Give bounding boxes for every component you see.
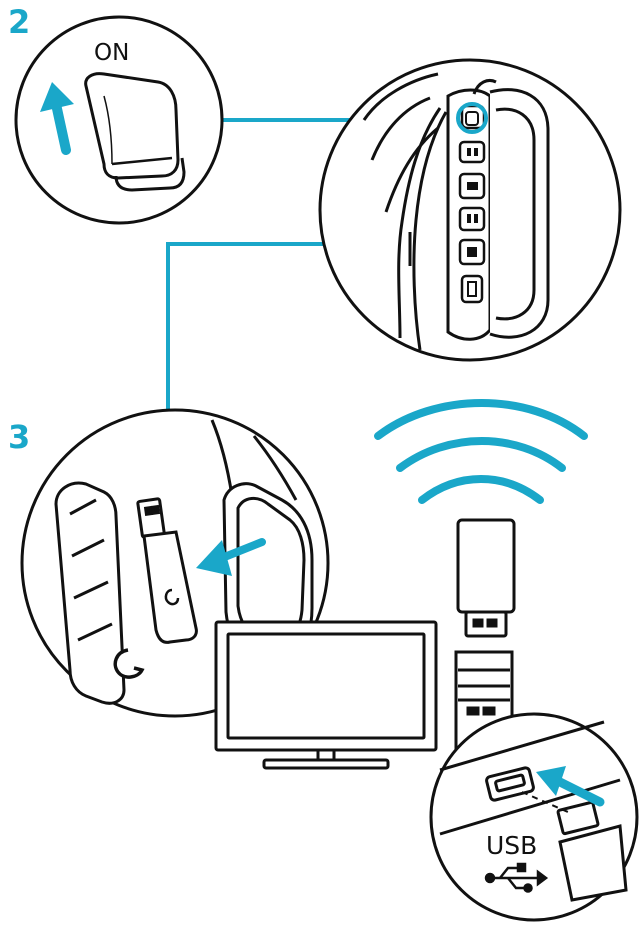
usb-port-callout: USB	[431, 714, 637, 920]
power-switch-callout: ON	[16, 17, 222, 223]
step-3-number: 3	[8, 418, 30, 456]
headset-detail-callout	[320, 60, 620, 360]
usb-receiver-standalone-icon	[458, 520, 514, 636]
power-on-label: ON	[94, 40, 129, 66]
step-2-number: 2	[8, 3, 30, 41]
usb-label: USB	[486, 831, 537, 860]
monitor-icon	[216, 622, 436, 768]
wifi-signal-icon	[378, 403, 584, 500]
